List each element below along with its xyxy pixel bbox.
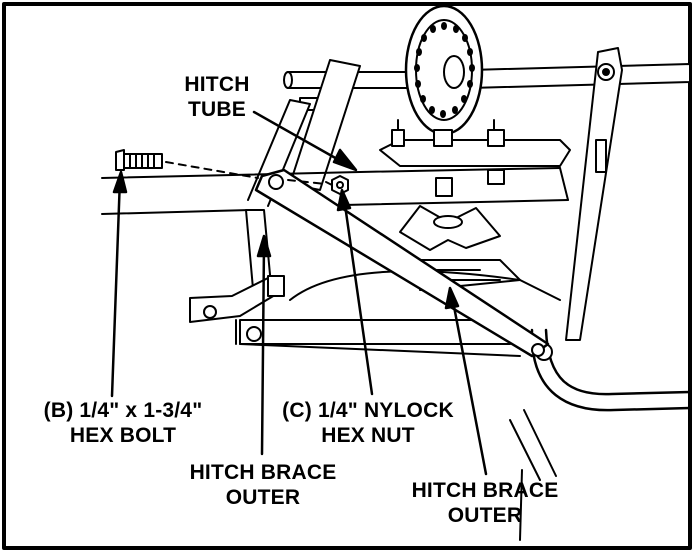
hitch-tube [101, 167, 569, 215]
mounting-plate [379, 119, 571, 197]
label-hitch-brace-right-line2: OUTER [447, 504, 523, 527]
leader-arrows [110, 110, 488, 476]
label-hex-bolt-line1: (B) 1/4" x 1-3/4" [43, 399, 203, 422]
label-nylock-nut: (C) 1/4" NYLOCK HEX NUT [262, 398, 474, 448]
label-hex-bolt: (B) 1/4" x 1-3/4" HEX BOLT [14, 398, 232, 448]
label-hitch-brace-left-line1: HITCH BRACE [189, 461, 337, 484]
label-hex-bolt-line2: HEX BOLT [69, 424, 177, 447]
sprocket-disc [404, 4, 484, 136]
label-hitch-tube-line1: HITCH [184, 73, 250, 96]
label-hitch-tube-line2: TUBE [188, 98, 246, 121]
nylock-nut [287, 175, 349, 195]
label-hitch-brace-left-line2: OUTER [225, 486, 301, 509]
right-hitch-brace [254, 168, 550, 358]
lower-frame [235, 270, 561, 357]
seat-pad [399, 205, 521, 291]
hex-bolt [115, 149, 259, 179]
label-hitch-brace-right-line1: HITCH BRACE [411, 479, 559, 502]
disc-holes [414, 22, 475, 118]
label-hitch-tube: HITCH TUBE [172, 72, 262, 122]
label-hitch-brace-outer-right: HITCH BRACE OUTER [396, 478, 574, 528]
label-hitch-brace-outer-left: HITCH BRACE OUTER [174, 460, 352, 510]
label-nylock-nut-line1: (C) 1/4" NYLOCK [282, 399, 454, 422]
label-nylock-nut-line2: HEX NUT [321, 424, 415, 447]
